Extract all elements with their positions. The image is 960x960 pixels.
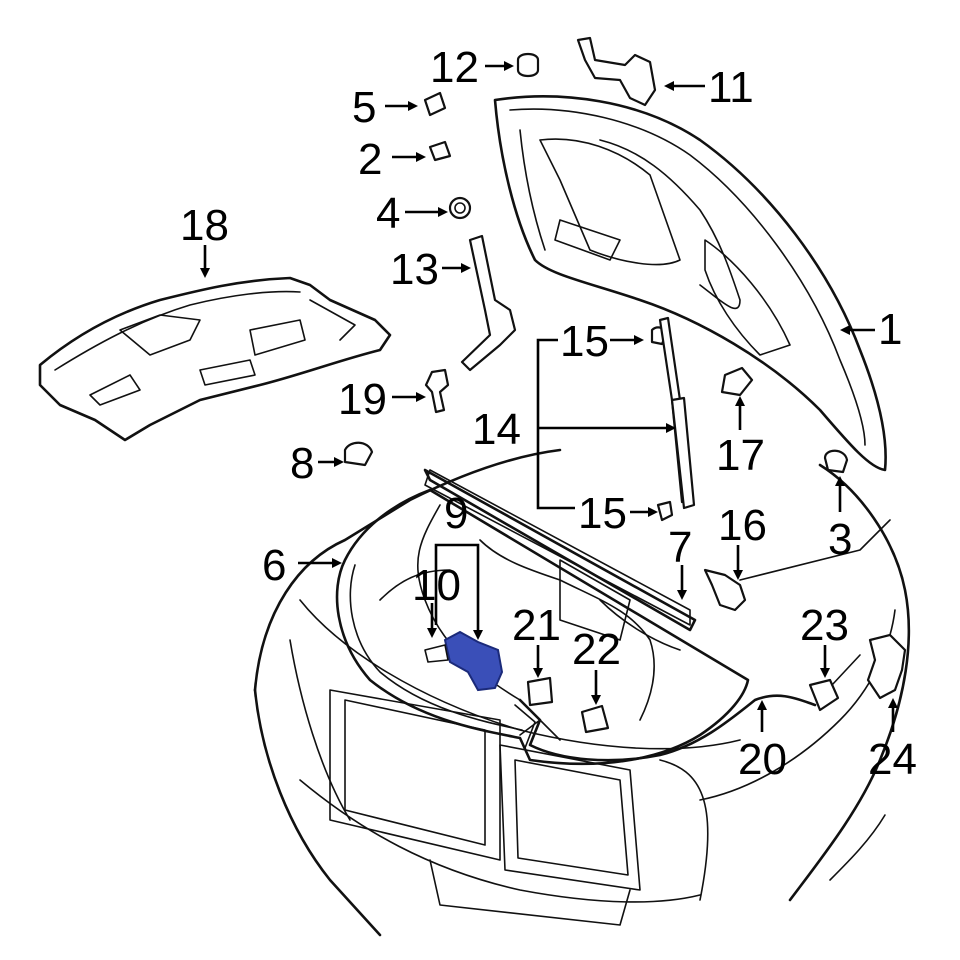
cap-part [343, 441, 374, 467]
release-cable [518, 694, 817, 762]
callout-labels: 1 2 3 4 5 6 7 8 9 10 11 12 13 14 15 15 1… [180, 43, 917, 784]
hinge-bracket-part [576, 36, 657, 107]
release-handle-rod [831, 654, 861, 686]
hood-seal [423, 468, 697, 632]
callout-1: 1 [878, 305, 902, 354]
callout-18: 18 [180, 201, 229, 250]
callout-6: 6 [262, 541, 286, 590]
clip-lower-part [656, 500, 674, 522]
callout-19: 19 [338, 375, 387, 424]
callout-15-lower: 15 [578, 489, 627, 538]
hood-latch-highlighted [443, 630, 504, 692]
engine-bay-opening [335, 469, 750, 766]
callout-21: 21 [512, 601, 561, 650]
callout-2: 2 [358, 135, 382, 184]
bracket-16-part [703, 568, 747, 612]
clip-21-part [526, 676, 554, 707]
bolt-17-part [720, 366, 754, 397]
latch-connector [424, 644, 449, 663]
clip-22-part [580, 704, 610, 734]
bumper-3-part [823, 449, 849, 474]
callout-17: 17 [716, 431, 765, 480]
callout-10: 10 [412, 561, 461, 610]
callout-9: 9 [444, 489, 468, 538]
callout-16: 16 [718, 501, 767, 550]
callout-23: 23 [800, 601, 849, 650]
leader-lines [200, 61, 898, 732]
stud-part [424, 368, 450, 414]
hood-bumper-part [516, 52, 540, 78]
callout-7: 7 [668, 523, 692, 572]
callout-12: 12 [430, 43, 479, 92]
hood-hinge-part [460, 234, 517, 372]
callout-22: 22 [572, 625, 621, 674]
hood-stop-part [423, 91, 447, 117]
callout-11: 11 [708, 63, 754, 112]
callout-20: 20 [738, 735, 787, 784]
callout-3: 3 [828, 515, 852, 564]
callout-24: 24 [868, 735, 917, 784]
release-cable-inner [514, 704, 536, 749]
bumper-4-part [448, 196, 472, 220]
hood-panel [493, 95, 887, 472]
callout-5: 5 [352, 83, 376, 132]
callout-15-upper: 15 [560, 317, 609, 366]
hood-insulation-pad [38, 276, 392, 442]
bumper-4-inner [454, 202, 466, 214]
release-handle-part [808, 678, 840, 712]
callout-13: 13 [390, 245, 439, 294]
callout-14: 14 [472, 405, 521, 454]
bracket-24-part [866, 633, 907, 700]
gas-strut-body [670, 396, 696, 510]
callout-8: 8 [290, 439, 314, 488]
callout-4: 4 [376, 189, 400, 238]
grommet-part [428, 140, 452, 162]
